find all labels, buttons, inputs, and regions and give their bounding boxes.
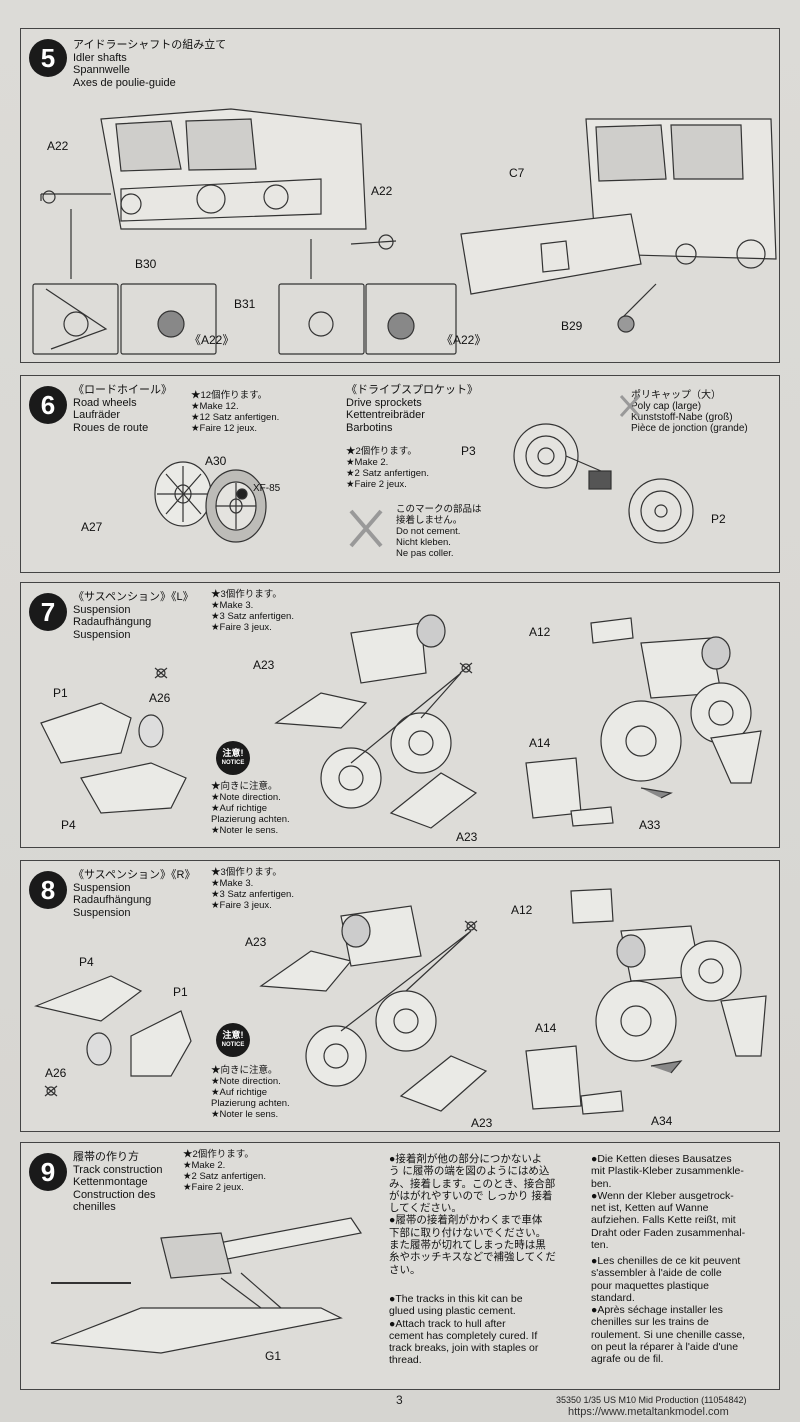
part-label: B30 [135, 257, 157, 271]
direction-note: ★向きに注意。 ★Note direction. ★Auf richtige P… [211, 781, 290, 836]
step-title: 《ロードホイール》 Road wheels Laufräder Roues de… [73, 384, 172, 434]
step-title: 履帯の作り方 Track construction Kettenmontage … [73, 1151, 163, 1213]
part-label: A22 [47, 139, 69, 153]
part-label: A14 [535, 1021, 557, 1035]
part-label: C7 [509, 166, 525, 180]
part-label: P2 [711, 512, 726, 526]
notice-badge: 注意! NOTICE [216, 1023, 250, 1057]
part-label: 《A22》 [189, 333, 235, 347]
make-note: ★3個作ります。 ★Make 3. ★3 Satz anfertigen. ★F… [211, 867, 294, 911]
part-label: A23 [253, 658, 275, 672]
notice-badge: 注意! NOTICE [216, 741, 250, 775]
part-label: P3 [461, 444, 476, 458]
sprocket-title: 《ドライブスプロケット》 Drive sprockets Kettentreib… [346, 384, 478, 434]
step-9-panel: 9 履帯の作り方 Track construction Kettenmontag… [20, 1142, 780, 1390]
part-label: A23 [245, 935, 267, 949]
part-label: A23 [471, 1116, 493, 1130]
step-number: 6 [29, 386, 67, 424]
part-label: P1 [53, 686, 68, 700]
part-label: A33 [639, 818, 661, 832]
step-7-panel: 7 《サスペンション》《L》 Suspension Radaufhängung … [20, 582, 780, 848]
step-8-panel: 8 《サスペンション》《R》 Suspension Radaufhängung … [20, 860, 780, 1132]
part-label: A23 [456, 830, 478, 844]
part-label: A22 [371, 184, 393, 198]
part-label: XF-85 [253, 483, 281, 494]
step-title: 《サスペンション》《L》 Suspension Radaufhängung Su… [73, 591, 194, 641]
part-label: A34 [651, 1114, 673, 1128]
product-code: 35350 1/35 US M10 Mid Production (110548… [556, 1395, 747, 1405]
step-6-panel: 6 《ロードホイール》 Road wheels Laufräder Roues … [20, 375, 780, 573]
step-title: 《サスペンション》《R》 Suspension Radaufhängung Su… [73, 869, 196, 919]
road-wheel-diagram [154, 394, 694, 548]
step-number: 9 [29, 1153, 67, 1191]
sprocket-make-note: ★2個作ります。 ★Make 2. ★2 Satz anfertigen. ★F… [346, 446, 429, 490]
watermark-url[interactable]: https://www.metaltankmodel.com [568, 1406, 729, 1418]
part-label: P1 [173, 985, 188, 999]
suspension-right-diagram [33, 888, 767, 1115]
part-label: 《A22》 [441, 333, 487, 347]
no-cement-note: このマークの部品は 接着しません。 Do not cement. Nicht k… [396, 504, 482, 559]
part-label: A12 [511, 903, 533, 917]
part-label: A12 [529, 625, 551, 639]
text-japanese: ●接着剤が他の部分につかないよ う に履帯の端を図のようにはめ込 み、接着します… [389, 1153, 556, 1276]
part-label: B31 [234, 297, 256, 311]
step-number: 5 [29, 39, 67, 77]
step-number: 8 [29, 871, 67, 909]
text-german: ●Die Ketten dieses Bausatzes mit Plastik… [591, 1153, 746, 1252]
suspension-left-diagram [40, 614, 762, 829]
text-french: ●Les chenilles de ce kit peuvent s'assem… [591, 1255, 746, 1366]
polycap-note: ポリキャップ（大） Poly cap (large) Kunststoff-Na… [631, 390, 748, 434]
make-note: ★2個作ります。 ★Make 2. ★2 Satz anfertigen. ★F… [183, 1149, 266, 1193]
step-number: 7 [29, 593, 67, 631]
text-english: ●The tracks in this kit can be glued usi… [389, 1293, 539, 1367]
part-label: A14 [529, 736, 551, 750]
track-diagram [50, 1217, 362, 1354]
part-label: A30 [205, 454, 227, 468]
part-label: P4 [79, 955, 94, 969]
direction-note: ★向きに注意。 ★Note direction. ★Auf richtige P… [211, 1065, 290, 1120]
page-number: 3 [396, 1393, 403, 1407]
step-title: アイドラーシャフトの組み立て Idler shafts Spannwelle A… [73, 39, 227, 89]
part-label: A26 [45, 1066, 67, 1080]
part-label: P4 [61, 818, 76, 832]
part-label: A26 [149, 691, 171, 705]
part-label: B29 [561, 319, 583, 333]
step-5-panel: 5 アイドラーシャフトの組み立て Idler shafts Spannwelle… [20, 28, 780, 363]
make-note: ★12個作ります。 ★Make 12. ★12 Satz anfertigen.… [191, 390, 280, 434]
idler-shaft-diagram [32, 108, 777, 355]
part-label: A27 [81, 520, 103, 534]
make-note: ★3個作ります。 ★Make 3. ★3 Satz anfertigen. ★F… [211, 589, 294, 633]
part-label: G1 [265, 1349, 282, 1363]
